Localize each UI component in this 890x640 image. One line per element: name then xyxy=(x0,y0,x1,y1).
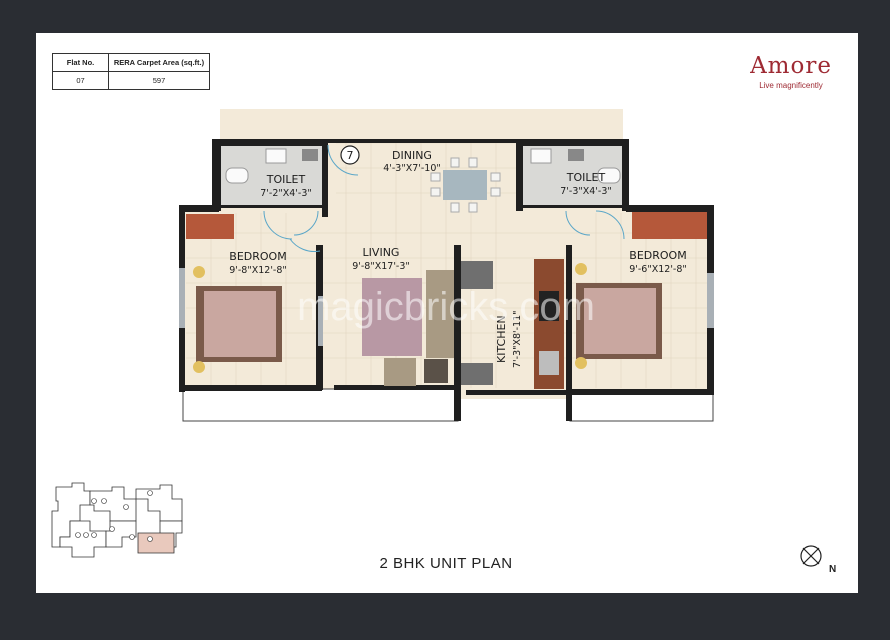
brand-logo: Amore Live magnificently xyxy=(736,53,846,90)
kitchen-dims: 7'-3"X8'-11" xyxy=(512,310,523,368)
dining-dims: 4'-3"X7'-10" xyxy=(383,163,441,174)
left-balcony xyxy=(182,388,459,422)
right-wardrobe xyxy=(632,212,707,239)
left-bed xyxy=(193,266,282,373)
bedroom-left-dims: 9'-8"X12'-8" xyxy=(229,265,287,276)
right-balcony xyxy=(569,392,714,422)
watermark: magicbricks.com xyxy=(297,285,595,329)
unit-number-badge xyxy=(340,145,360,165)
left-wardrobe xyxy=(186,214,234,239)
plan-title: 2 BHK UNIT PLAN xyxy=(379,555,513,572)
bedroom-right-dims: 9'-6"X12'-8" xyxy=(629,264,687,275)
windows xyxy=(179,268,714,346)
door-swings xyxy=(263,144,625,252)
toilet-left-label: TOILET xyxy=(266,173,306,186)
unit-floor-plan: 7 DINING 4'-3"X7'-10" TOILET 7'-2"X4'-3"… xyxy=(179,109,714,422)
compass-north-label: N xyxy=(829,564,836,575)
kitchen-label: KITCHEN xyxy=(495,315,508,363)
toilet-left-dims: 7'-2"X4'-3" xyxy=(260,188,312,199)
brand-name: Amore xyxy=(750,53,832,79)
toilet-right-dims: 7'-3"X4'-3" xyxy=(560,186,612,197)
flat-no-value: 07 xyxy=(52,71,109,90)
left-toilet-fixtures xyxy=(225,148,318,184)
living-dims: 9'-8"X17'-3" xyxy=(352,261,410,272)
right-bed xyxy=(575,263,662,369)
north-compass: N xyxy=(800,545,836,575)
carpet-area-value: 597 xyxy=(108,71,210,90)
dining-label: DINING xyxy=(392,149,432,162)
floor-plan-sheet: Flat No. RERA Carpet Area (sq.ft.) 07 59… xyxy=(36,33,858,593)
compass-icon xyxy=(800,545,822,567)
keyplan-highlight xyxy=(137,532,175,554)
brand-tagline: Live magnificently xyxy=(759,81,823,90)
right-toilet-fixtures xyxy=(530,148,621,184)
living-label: LIVING xyxy=(363,246,400,259)
toilet-right-label: TOILET xyxy=(566,171,606,184)
key-plan xyxy=(51,482,183,558)
dining-table xyxy=(430,157,501,213)
kitchen-counter xyxy=(461,259,564,389)
bedroom-left-label: BEDROOM xyxy=(229,250,286,263)
bedroom-right-label: BEDROOM xyxy=(629,249,686,262)
living-furniture xyxy=(362,270,454,386)
flat-info-table: Flat No. RERA Carpet Area (sq.ft.) 07 59… xyxy=(52,53,210,90)
unit-number: 7 xyxy=(347,149,354,162)
